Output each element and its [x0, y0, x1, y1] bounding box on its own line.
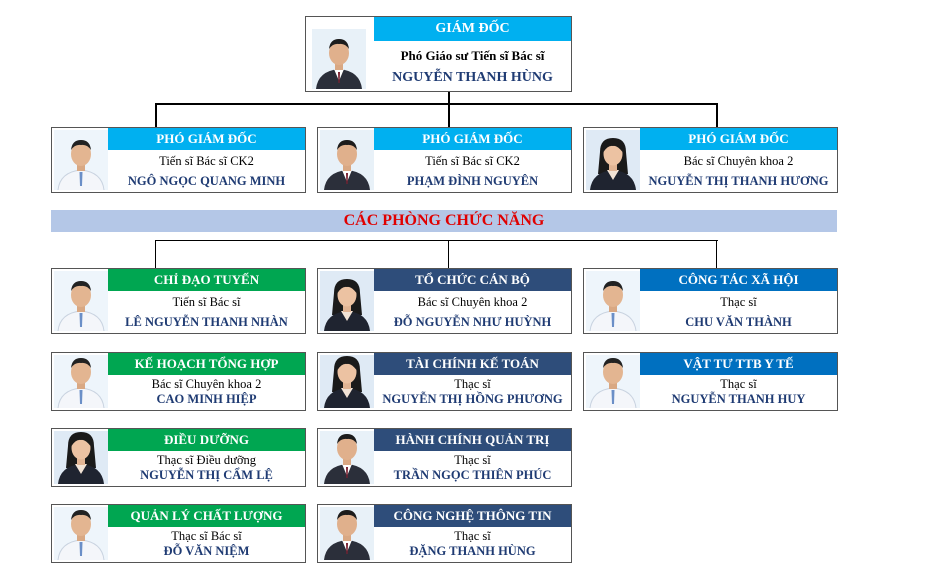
- department-photo: [54, 507, 108, 560]
- department-head-name: ĐỖ NGUYỄN NHƯ HUỲNH: [393, 314, 552, 329]
- vice-director-photo: [54, 130, 108, 190]
- department-title: CÔNG NGHỆ THÔNG TIN: [374, 505, 571, 527]
- connector-vice-1: [155, 103, 157, 127]
- department-head-name: CAO MINH HIỆP: [156, 391, 257, 406]
- connector-vice-2: [448, 103, 450, 127]
- department-degree: Thạc sĩ: [454, 452, 491, 467]
- department-title: CHỈ ĐẠO TUYẾN: [108, 269, 305, 291]
- director-name: NGUYỄN THANH HÙNG: [392, 70, 553, 85]
- department-photo: [54, 355, 108, 408]
- vice-director-photo: [586, 130, 640, 190]
- department-card: TÀI CHÍNH KẾ TOÁN Thạc sĩ NGUYỄN THỊ HỒN…: [317, 352, 572, 411]
- connector-dept-1: [155, 240, 156, 268]
- department-degree: Thạc sĩ Điều dưỡng: [156, 452, 257, 467]
- department-card: KẾ HOẠCH TỔNG HỢP Bác sĩ Chuyên khoa 2 C…: [51, 352, 306, 411]
- department-degree: Bác sĩ Chuyên khoa 2: [151, 376, 262, 391]
- vice-director-title: PHÓ GIÁM ĐỐC: [640, 128, 837, 150]
- department-head-name: CHU VĂN THÀNH: [685, 314, 792, 329]
- department-title: ĐIỀU DƯỠNG: [108, 429, 305, 451]
- director-card: GIÁM ĐỐC Phó Giáo sư Tiến sĩ Bác sĩ NGUY…: [305, 16, 572, 92]
- vice-director-title: PHÓ GIÁM ĐỐC: [108, 128, 305, 150]
- department-card: CÔNG TÁC XÃ HỘI Thạc sĩ CHU VĂN THÀNH: [583, 268, 838, 334]
- department-card: TỔ CHỨC CÁN BỘ Bác sĩ Chuyên khoa 2 ĐỖ N…: [317, 268, 572, 334]
- department-degree: Thạc sĩ: [720, 376, 757, 391]
- connector-dept-2: [448, 240, 449, 268]
- vice-director-title: PHÓ GIÁM ĐỐC: [374, 128, 571, 150]
- department-head-name: ĐẶNG THANH HÙNG: [409, 543, 536, 558]
- department-photo: [586, 355, 640, 408]
- vice-director-card: PHÓ GIÁM ĐỐC Tiến sĩ Bác sĩ CK2 PHẠM ĐÌN…: [317, 127, 572, 193]
- department-title: VẬT TƯ TTB Y TẾ: [640, 353, 837, 375]
- department-photo: [54, 431, 108, 484]
- department-card: ĐIỀU DƯỠNG Thạc sĩ Điều dưỡng NGUYỄN THỊ…: [51, 428, 306, 487]
- department-photo: [320, 431, 374, 484]
- connector-director-down: [448, 92, 450, 104]
- director-title: GIÁM ĐỐC: [374, 17, 571, 41]
- department-head-name: TRẦN NGỌC THIÊN PHÚC: [393, 467, 552, 482]
- connector-vice-bar: [155, 103, 718, 105]
- department-head-name: NGUYỄN THANH HUY: [671, 391, 806, 406]
- vice-director-degree: Tiến sĩ Bác sĩ CK2: [425, 153, 520, 168]
- department-photo: [586, 271, 640, 331]
- department-photo: [54, 271, 108, 331]
- vice-director-name: NGÔ NGỌC QUANG MINH: [127, 173, 286, 188]
- department-degree: Thạc sĩ Bác sĩ: [171, 528, 242, 543]
- connector-dept-3: [716, 240, 717, 268]
- connector-dept-bar: [155, 240, 718, 241]
- departments-banner: CÁC PHÒNG CHỨC NĂNG: [51, 210, 837, 232]
- department-head-name: ĐỖ VĂN NIỆM: [163, 543, 250, 558]
- department-card: HÀNH CHÍNH QUẢN TRỊ Thạc sĩ TRẦN NGỌC TH…: [317, 428, 572, 487]
- department-photo: [320, 355, 374, 408]
- department-head-name: NGUYỄN THỊ HỒNG PHƯƠNG: [382, 391, 563, 406]
- department-head-name: LÊ NGUYỄN THANH NHÀN: [125, 314, 288, 329]
- department-degree: Bác sĩ Chuyên khoa 2: [417, 294, 528, 309]
- department-title: KẾ HOẠCH TỔNG HỢP: [108, 353, 305, 375]
- department-title: TÀI CHÍNH KẾ TOÁN: [374, 353, 571, 375]
- vice-director-degree: Tiến sĩ Bác sĩ CK2: [159, 153, 254, 168]
- department-title: CÔNG TÁC XÃ HỘI: [640, 269, 837, 291]
- department-photo: [320, 507, 374, 560]
- department-title: QUẢN LÝ CHẤT LƯỢNG: [108, 505, 305, 527]
- department-title: HÀNH CHÍNH QUẢN TRỊ: [374, 429, 571, 451]
- department-head-name: NGUYỄN THỊ CẨM LỆ: [140, 467, 273, 482]
- connector-vice-3: [716, 103, 718, 127]
- department-degree: Thạc sĩ: [454, 376, 491, 391]
- vice-director-card: PHÓ GIÁM ĐỐC Tiến sĩ Bác sĩ CK2 NGÔ NGỌC…: [51, 127, 306, 193]
- department-degree: Thạc sĩ: [720, 294, 757, 309]
- department-card: CHỈ ĐẠO TUYẾN Tiến sĩ Bác sĩ LÊ NGUYỄN T…: [51, 268, 306, 334]
- department-card: CÔNG NGHỆ THÔNG TIN Thạc sĩ ĐẶNG THANH H…: [317, 504, 572, 563]
- department-title: TỔ CHỨC CÁN BỘ: [374, 269, 571, 291]
- vice-director-card: PHÓ GIÁM ĐỐC Bác sĩ Chuyên khoa 2 NGUYỄN…: [583, 127, 838, 193]
- department-card: QUẢN LÝ CHẤT LƯỢNG Thạc sĩ Bác sĩ ĐỖ VĂN…: [51, 504, 306, 563]
- director-photo: [308, 19, 370, 89]
- vice-director-degree: Bác sĩ Chuyên khoa 2: [683, 153, 794, 168]
- director-degree: Phó Giáo sư Tiến sĩ Bác sĩ: [400, 48, 545, 63]
- department-degree: Thạc sĩ: [454, 528, 491, 543]
- department-degree: Tiến sĩ Bác sĩ: [172, 294, 241, 309]
- vice-director-photo: [320, 130, 374, 190]
- department-card: VẬT TƯ TTB Y TẾ Thạc sĩ NGUYỄN THANH HUY: [583, 352, 838, 411]
- vice-director-name: PHẠM ĐÌNH NGUYÊN: [406, 173, 539, 188]
- vice-director-name: NGUYỄN THỊ THANH HƯƠNG: [648, 173, 829, 188]
- department-photo: [320, 271, 374, 331]
